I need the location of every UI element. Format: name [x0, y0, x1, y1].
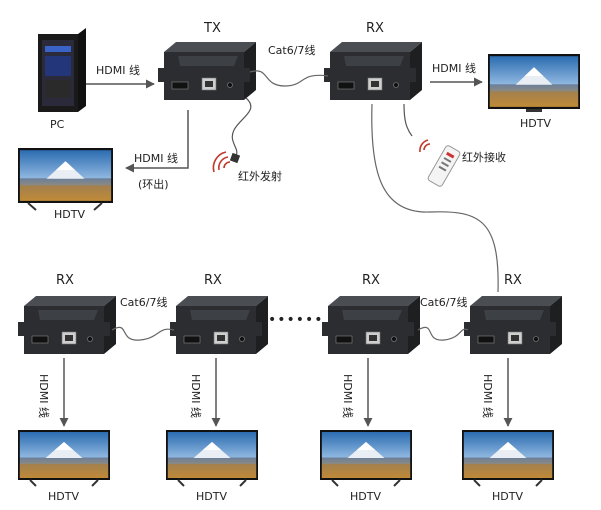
- ellipsis-dots: ••••••: [268, 312, 324, 328]
- loop-out-line: [125, 110, 189, 173]
- hdtv-top-right: [488, 54, 580, 112]
- hdtv-left: [18, 148, 114, 211]
- tx-device: [157, 41, 257, 101]
- cat-cable-top: [249, 70, 329, 87]
- rx-bottom-3: [321, 295, 421, 355]
- hdtv-bottom-3: [320, 430, 412, 487]
- hdmi-vertical-2: HDMI 线: [189, 374, 202, 418]
- ir-emitter-cable: [231, 97, 252, 157]
- hdtv-bottom-1: [18, 430, 110, 487]
- tx-label: TX: [204, 21, 221, 36]
- hdtv-bottom-label-3: HDTV: [350, 490, 381, 503]
- hdtv-bottom-label-1: HDTV: [48, 490, 79, 503]
- rx-bottom-label-1: RX: [56, 273, 74, 288]
- cat-label-bottom-left: Cat6/7线: [120, 296, 168, 309]
- rx-bottom-1: [17, 295, 117, 355]
- hdtv-bottom-2: [166, 430, 258, 487]
- ir-emit-label: 红外发射: [238, 170, 282, 183]
- hdtv-bottom-label-4: HDTV: [492, 490, 523, 503]
- hdmi-label-pc-tx: HDMI 线: [96, 64, 140, 77]
- rx-bottom-2: [169, 295, 269, 355]
- rx-bottom-label-3: RX: [362, 273, 380, 288]
- pc-tower: [38, 28, 86, 112]
- loop-note: (环出): [138, 178, 169, 191]
- hdmi-label-loop: HDMI 线: [134, 152, 178, 165]
- ir-emitter-head: [229, 152, 241, 164]
- remote-control: [427, 145, 461, 187]
- rx-top-label: RX: [366, 21, 384, 36]
- hdmi-label-rx-tv: HDMI 线: [432, 62, 476, 75]
- rx-bottom-label-2: RX: [204, 273, 222, 288]
- cat-cable-bottom-right: [417, 326, 469, 341]
- hdmi-vertical-1: HDMI 线: [37, 374, 50, 418]
- pc-label: PC: [50, 118, 65, 131]
- rx-bottom-label-4: RX: [504, 273, 522, 288]
- hdtv-bottom-4: [462, 430, 554, 487]
- hdtv-label-top-right: HDTV: [520, 117, 551, 130]
- hdmi-vertical-3: HDMI 线: [341, 374, 354, 418]
- ir-emit-waves: [212, 151, 231, 173]
- hdtv-bottom-label-2: HDTV: [196, 490, 227, 503]
- ir-receiver-cable: [403, 103, 413, 137]
- cat-cable-bottom-left: [111, 326, 175, 341]
- rx-bottom-4: [463, 295, 563, 355]
- cat-label-bottom-right: Cat6/7线: [420, 296, 468, 309]
- hdmi-vertical-4: HDMI 线: [481, 374, 494, 418]
- rx-top-device: [323, 41, 423, 101]
- ir-receive-waves: [419, 139, 431, 153]
- cat-cable-cascade: [371, 103, 499, 293]
- cat-label-top: Cat6/7线: [268, 44, 316, 57]
- ir-receive-label: 红外接收: [462, 151, 506, 164]
- hdtv-label-left: HDTV: [54, 208, 85, 221]
